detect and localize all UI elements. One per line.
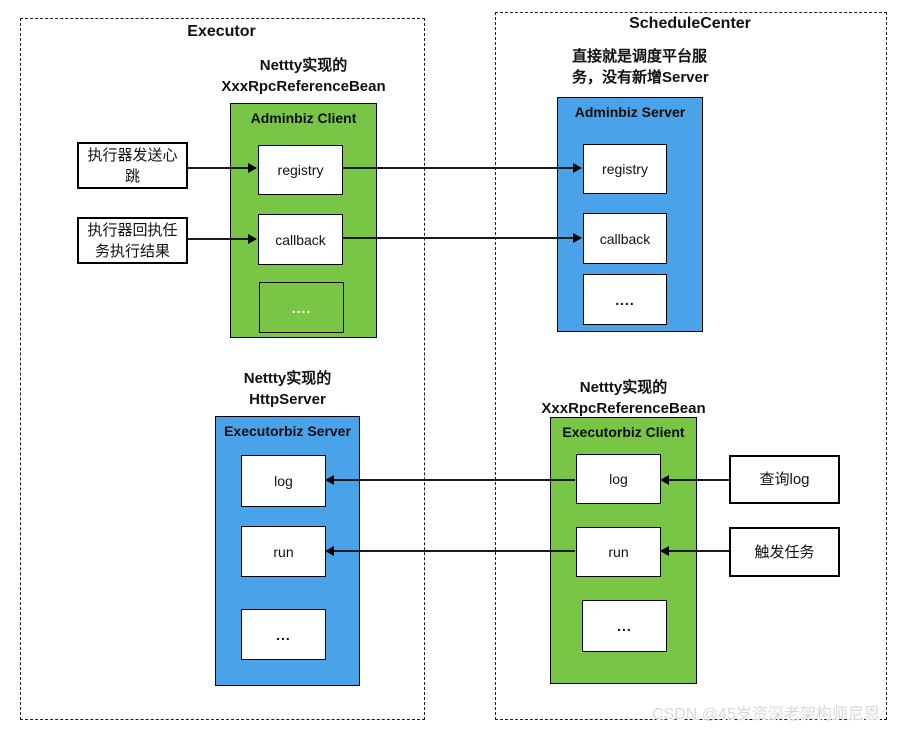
arrow-line [334,479,575,481]
executorbiz-server-log: log [241,455,326,507]
executor-panel [20,18,425,720]
query-log-label-box: 查询log [729,455,840,504]
annotation-line: Nettty实现的 [259,57,348,74]
annotation-line: Nettty实现的 [243,370,332,387]
executorbiz-client-run: run [576,527,661,577]
label-line: 执行器发送心 [87,146,178,164]
arrow-line [342,167,574,169]
arrow-head-icon [248,163,257,173]
schedule-center-panel [495,12,887,720]
label-line: 执行器回执任 [87,221,178,239]
adminbiz-server-callback: callback [583,213,667,264]
adminbiz-client-registry: registry [258,145,343,195]
executorbiz-server-annotation: Nettty实现的 HttpServer [215,368,360,410]
arrow-head-icon [660,475,669,485]
csdn-watermark: CSDN @45岁资深老架构师尼恩 [652,706,880,723]
adminbiz-client-more: .... [259,282,344,333]
arrow-line [669,479,729,481]
arrow-head-icon [248,234,257,244]
executorbiz-client-log: log [576,454,661,504]
adminbiz-client-annotation: Nettty实现的 XxxRpcReferenceBean [190,55,417,97]
annotation-line: Nettty实现的 [579,379,668,396]
executor-panel-title: Executor [187,23,256,40]
arrow-line [188,167,250,169]
adminbiz-server-header: Adminbiz Server [574,104,686,120]
arrow-head-icon [660,546,669,556]
annotation-line: XxxRpcReferenceBean [221,78,386,95]
adminbiz-client-callback: callback [258,214,343,265]
trigger-task-label-box: 触发任务 [729,527,840,577]
annotation-line: HttpServer [249,391,326,408]
executorbiz-client-header: Executorbiz Client [562,424,685,440]
schedule-center-note: 直接就是调度平台服 务，没有新增Server [572,46,782,88]
label-line: 务执行结果 [94,242,170,260]
label-line: 查询log [759,471,810,488]
schedule-center-panel-title: ScheduleCenter [629,15,751,32]
callback-result-label-box: 执行器回执任 务执行结果 [77,217,188,264]
label-line: 触发任务 [754,543,815,561]
heartbeat-label-box: 执行器发送心 跳 [77,142,188,189]
adminbiz-server-box: Adminbiz Server registry callback .... [557,97,703,332]
executorbiz-server-header: Executorbiz Server [224,423,351,439]
annotation-line: XxxRpcReferenceBean [541,400,706,417]
note-line: 务，没有新增Server [572,69,709,86]
adminbiz-client-header: Adminbiz Client [250,110,357,126]
arrow-line [334,550,575,552]
adminbiz-server-more: .... [583,274,667,325]
executorbiz-client-more: ... [582,600,667,652]
arrow-head-icon [573,163,582,173]
note-line: 直接就是调度平台服 [572,48,708,65]
arrow-head-icon [325,475,334,485]
arrow-line [342,237,574,239]
arrow-line [669,550,729,552]
arrow-head-icon [325,546,334,556]
executorbiz-server-run: run [241,526,326,577]
adminbiz-client-box: Adminbiz Client registry callback .... [230,103,377,338]
arrow-line [188,238,250,240]
label-line: 跳 [124,167,140,185]
executorbiz-client-annotation: Nettty实现的 XxxRpcReferenceBean [510,377,737,419]
executorbiz-server-more: ... [241,609,326,660]
adminbiz-server-registry: registry [583,144,667,194]
arrow-head-icon [573,233,582,243]
